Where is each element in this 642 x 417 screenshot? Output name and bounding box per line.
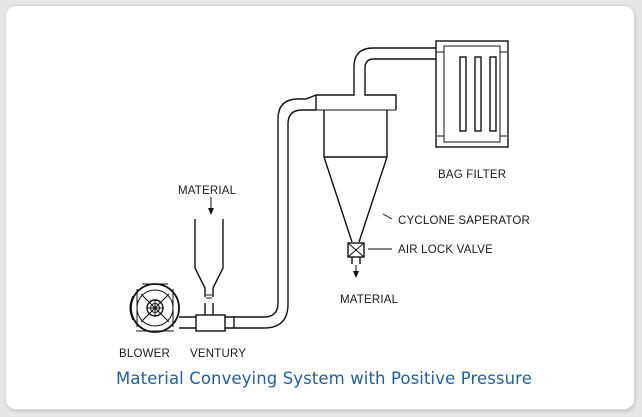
cyclone-separator [315, 84, 397, 243]
diagram-caption: Material Conveying System with Positive … [116, 369, 532, 388]
conveying-diagram: MATERIAL BAG FILTER CYCLONE SAPERATOR AI… [119, 40, 530, 360]
material-hopper [194, 197, 224, 315]
air-lock-valve [347, 242, 392, 278]
diagram-card: MATERIAL BAG FILTER CYCLONE SAPERATOR AI… [6, 6, 634, 409]
label-cyclone-separator: CYCLONE SAPERATOR [398, 215, 530, 227]
label-bag-filter: BAG FILTER [438, 169, 506, 181]
exhaust-pipe [353, 47, 436, 84]
label-material-in: MATERIAL [178, 185, 237, 197]
label-ventury: VENTURY [190, 348, 246, 360]
label-blower: BLOWER [119, 348, 170, 360]
ventury [195, 314, 235, 332]
conveying-pipe [234, 94, 317, 329]
blower [129, 283, 196, 333]
bag-filter [435, 40, 509, 148]
label-material-out: MATERIAL [340, 294, 399, 306]
label-air-lock-valve: AIR LOCK VALVE [398, 244, 493, 256]
